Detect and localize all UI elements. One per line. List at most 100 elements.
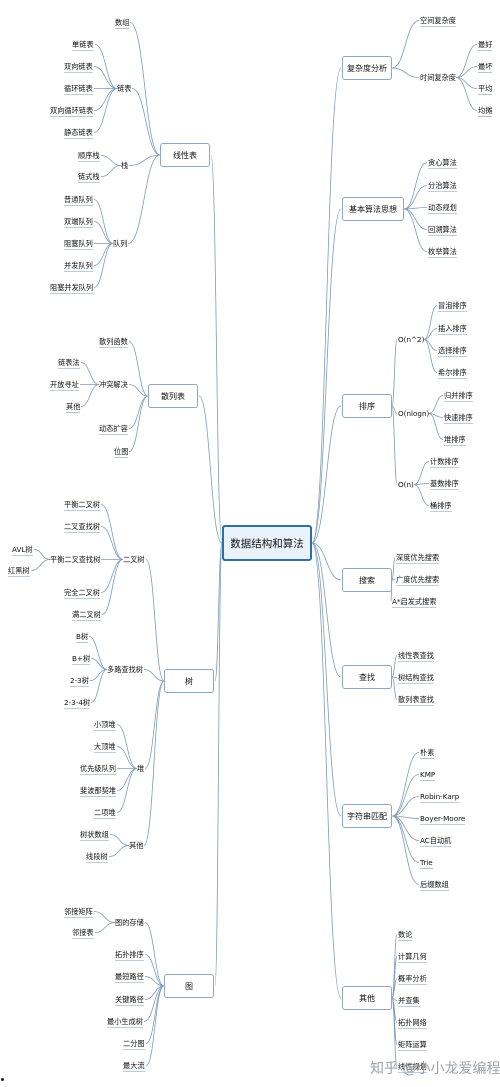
leaf-trie: Trie: [420, 858, 433, 867]
connector: [93, 243, 114, 266]
connector: [128, 395, 149, 452]
leaf-amortized: 均摊: [478, 106, 493, 115]
leaf-backtracking: 回溯算法: [428, 225, 457, 234]
leaf-hash-lookup: 散列表查找: [398, 695, 434, 704]
connector: [144, 680, 165, 769]
node-linked-list: 链表: [117, 84, 132, 93]
connector: [391, 676, 398, 700]
connector: [413, 461, 430, 485]
leaf-topology-network: 拓扑网络: [398, 1018, 427, 1027]
leaf-b-tree: B树: [76, 632, 89, 641]
leaf-matrix-operations: 矩阵运算: [398, 1040, 427, 1049]
leaf-greedy: 贪心算法: [428, 158, 457, 167]
connector: [391, 815, 420, 885]
connector: [116, 768, 138, 813]
leaf-quick-sort: 快速排序: [444, 413, 473, 422]
branch-lookup: 查找: [342, 665, 392, 689]
branch-sorting: 排序: [342, 394, 392, 418]
connector: [100, 165, 122, 177]
leaf-complete-binary-tree: 完全二叉树: [64, 588, 100, 597]
node-multiway-search-tree: 多路查找树: [107, 665, 143, 674]
connector: [391, 557, 396, 581]
connector: [30, 559, 51, 571]
connector: [391, 774, 420, 817]
connector: [80, 384, 100, 407]
connector: [100, 504, 124, 560]
connector: [455, 77, 478, 111]
connector: [93, 66, 118, 89]
connector: [428, 395, 444, 414]
leaf-red-black-tree: 红黑树: [8, 566, 30, 575]
leaf-selection-sort: 选择排序: [438, 346, 467, 355]
leaf-linear-lookup: 线性表查找: [398, 651, 434, 660]
connector: [391, 405, 398, 414]
connector: [108, 845, 130, 857]
branch-complexity-analysis: 复杂度分析: [342, 56, 392, 80]
connector: [116, 724, 138, 769]
leaf-dfs: 深度优先搜索: [396, 553, 440, 562]
node-stack: 栈: [121, 161, 129, 170]
connector: [145, 985, 165, 1044]
connector: [93, 199, 114, 244]
connector: [428, 413, 444, 440]
leaf-normal-queue: 普通队列: [64, 195, 93, 204]
connector: [116, 746, 138, 769]
connector: [93, 221, 114, 244]
leaf-full-binary-tree: 满二叉树: [72, 610, 101, 619]
connector: [109, 834, 130, 846]
connector: [391, 796, 420, 817]
connector: [413, 484, 430, 506]
connector: [311, 405, 342, 544]
leaf-singly-linked-list: 单链表: [72, 40, 94, 49]
leaf-boyer-moore: Boyer-Moore: [420, 814, 466, 823]
leaf-divide-conquer: 分治算法: [428, 181, 457, 190]
leaf-hash-function: 散列函数: [99, 337, 128, 346]
connector: [88, 636, 108, 670]
leaf-bitmap: 位图: [114, 447, 129, 456]
leaf-union-find: 并查集: [398, 996, 420, 1005]
connector: [214, 542, 223, 682]
node-binary-tree: 二叉树: [123, 555, 145, 564]
connector: [198, 395, 223, 544]
branch-hash-table: 散列表: [148, 384, 198, 408]
connector: [116, 768, 138, 791]
connector: [455, 44, 478, 78]
connector: [128, 341, 149, 397]
connector: [210, 154, 223, 544]
leaf-aho-corasick: AC自动机: [420, 836, 452, 845]
connector: [311, 208, 342, 544]
node-heap: 堆: [137, 764, 145, 773]
leaf-adjacency-list: 邻接表: [72, 928, 94, 937]
connector: [144, 976, 165, 987]
connector: [128, 154, 161, 166]
connector: [423, 328, 438, 340]
connector: [391, 20, 420, 69]
connector: [93, 88, 118, 133]
leaf-segment-tree: 线段树: [86, 852, 108, 861]
node-graph-storage: 图的存储: [115, 918, 144, 927]
leaf-sequential-stack: 顺序栈: [78, 151, 100, 160]
connector: [145, 559, 165, 682]
connector: [100, 155, 122, 166]
connector: [90, 658, 108, 670]
connector: [391, 997, 398, 1067]
node-quadratic-sorts: O(n^2): [398, 335, 425, 344]
connector: [127, 154, 161, 244]
connector: [311, 542, 342, 999]
connector: [403, 208, 428, 252]
node-time-complexity: 时间复杂度: [420, 73, 456, 82]
branch-other: 其他: [342, 986, 392, 1010]
node-tree-other: 其他: [129, 841, 144, 850]
leaf-b-plus-tree: B+树: [72, 654, 91, 663]
connector: [311, 542, 342, 678]
leaf-worst-case: 最坏: [478, 62, 493, 71]
root-node: 数据结构和算法: [222, 525, 312, 561]
connector: [403, 185, 428, 210]
connector: [311, 542, 342, 817]
connector: [391, 978, 398, 999]
leaf-enumeration: 枚举算法: [428, 247, 457, 256]
connector: [423, 305, 438, 340]
connector: [391, 579, 396, 581]
connector: [391, 405, 398, 485]
